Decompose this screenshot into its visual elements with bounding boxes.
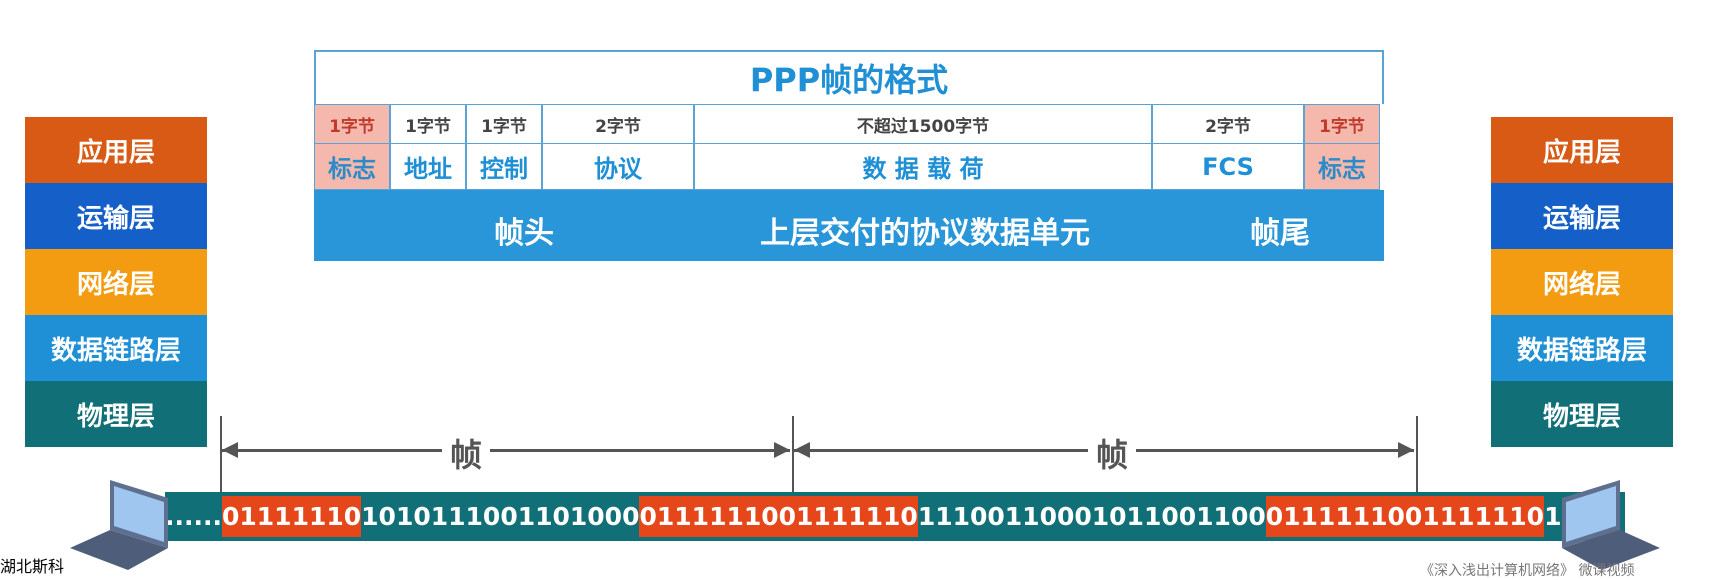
layer-network: 网络层 [1491, 249, 1673, 315]
layer-transport: 运输层 [1491, 183, 1673, 249]
flag-bits: 01111110 [1404, 496, 1545, 537]
frame-field: 1字节标志 [314, 104, 390, 190]
frame-trailer-label: 帧尾 [1250, 216, 1310, 251]
left-protocol-stack: 应用层 运输层 网络层 数据链路层 物理层 [25, 117, 207, 447]
payload-label: 上层交付的协议数据单元 [760, 216, 1090, 251]
frame-field: 1字节标志 [1304, 104, 1380, 190]
arrow-right-icon [1398, 442, 1414, 458]
frame-label: 帧 [1088, 430, 1137, 476]
layer-physical: 物理层 [25, 381, 207, 447]
arrow-left-icon [794, 442, 810, 458]
arrow-right-icon [774, 442, 790, 458]
frame-label: 帧 [442, 430, 491, 476]
data-bits: 1 [1544, 502, 1562, 531]
field-size: 1字节 [1305, 105, 1379, 144]
frame-boundary-line [220, 416, 222, 492]
field-name: 地址 [404, 155, 452, 183]
layer-transport: 运输层 [25, 183, 207, 249]
frame-field: 1字节控制 [466, 104, 542, 190]
field-size: 2字节 [1153, 105, 1303, 144]
layer-data-link: 数据链路层 [1491, 315, 1673, 381]
flag-bits: 01111110 [1265, 496, 1405, 537]
field-size: 1字节 [467, 105, 541, 144]
watermark-right: 《深入浅出计算机网络》 微课视频 [1420, 563, 1635, 579]
field-name: 协议 [594, 155, 642, 183]
frame-header-label: 帧头 [494, 216, 554, 251]
field-size: 2字节 [543, 105, 693, 144]
field-name: 数 据 载 荷 [862, 155, 984, 183]
layer-physical: 物理层 [1491, 381, 1673, 447]
frame-boundary-line [1416, 416, 1418, 492]
frame-field: 2字节协议 [542, 104, 694, 190]
laptop-icon [70, 480, 168, 570]
frame-field: 2字节 FCS [1152, 104, 1304, 190]
flag-bits: 01111110 [221, 496, 362, 537]
right-protocol-stack: 应用层 运输层 网络层 数据链路层 物理层 [1491, 117, 1673, 447]
field-name: FCS [1202, 152, 1254, 181]
field-name: 控制 [480, 155, 528, 183]
watermark-left: 湖北斯科 [0, 557, 65, 576]
arrow-left-icon [222, 442, 238, 458]
layer-network: 网络层 [25, 249, 207, 315]
data-bits: 00 [1230, 502, 1266, 531]
field-size: 1字节 [315, 105, 389, 144]
flag-bits: 0111111001111110 [639, 496, 918, 537]
data-bits: 111001100010110011 [917, 502, 1231, 531]
frame-span-line [222, 449, 790, 452]
data-bits: 1010111001101000 [361, 502, 640, 531]
frame-field: 1字节地址 [390, 104, 466, 190]
frame-format-title: PPP帧的格式 [314, 50, 1384, 104]
frame-field: 不超过1500字节数 据 载 荷 [694, 104, 1152, 190]
field-size: 不超过1500字节 [695, 105, 1151, 144]
laptop-icon [1562, 480, 1660, 570]
frame-sections-bar: 帧头 上层交付的协议数据单元 帧尾 [314, 190, 1384, 261]
data-bits: ...... [165, 502, 222, 531]
field-name: 标志 [328, 155, 376, 183]
field-size: 1字节 [391, 105, 465, 144]
layer-data-link: 数据链路层 [25, 315, 207, 381]
layer-application: 应用层 [1491, 117, 1673, 183]
layer-application: 应用层 [25, 117, 207, 183]
frame-boundary-line [792, 416, 794, 492]
field-name: 标志 [1318, 155, 1366, 183]
